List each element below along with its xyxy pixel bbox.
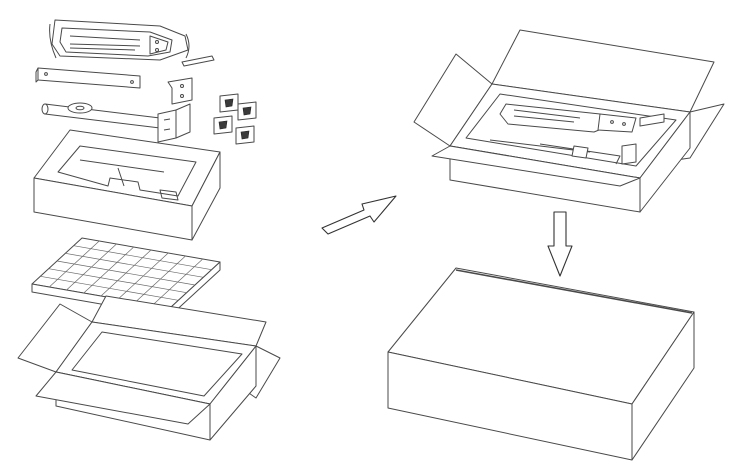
grid-pad-divider: [65, 252, 204, 278]
hardware-bags: [213, 93, 257, 145]
sealed-carton: [387, 267, 695, 461]
grid-pad-divider: [56, 260, 196, 286]
grid-pad-divider: [40, 275, 179, 301]
grid-pad-divider: [48, 268, 187, 294]
pole-tube: [41, 102, 161, 129]
foam-insert-tray: [33, 129, 221, 241]
grid-pad-divider: [73, 245, 212, 271]
open-carton-packed: [413, 29, 725, 213]
open-carton-empty: [17, 295, 281, 441]
pack-arrow: [321, 195, 397, 235]
side-bracket-upper: [167, 77, 193, 105]
mounting-arm-plate: [35, 67, 141, 89]
close-arrow: [547, 211, 573, 277]
folding-bracket: [157, 103, 191, 143]
small-bracket-part: [181, 55, 215, 67]
lamp-head-in-bag: [49, 19, 190, 61]
